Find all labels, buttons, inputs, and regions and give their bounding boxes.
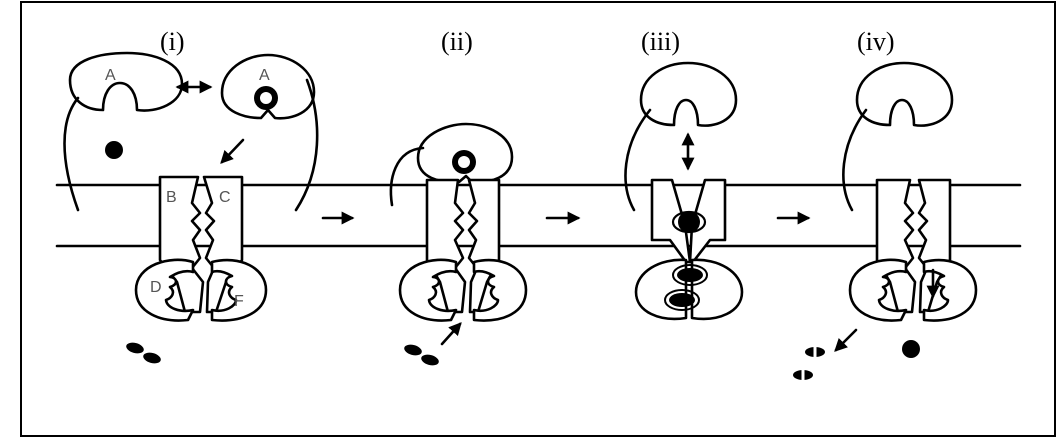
subunit-d-label: D [150,279,162,296]
panel-label-ii: (ii) [441,27,473,56]
panel-iv [793,61,978,382]
figure-border [20,1,1056,437]
panel-label-iii: (iii) [641,27,680,56]
subunit-f-label: F [234,293,244,310]
transmembrane-subunit-b [158,175,205,314]
panel-label-i: (i) [160,27,185,56]
panel-ii [389,122,528,366]
panel-iii [624,61,744,321]
tether-left [63,96,80,212]
diagonal-arrow-icon [220,138,245,164]
subunit-a-label-left: A [105,67,116,84]
tether-right [294,78,319,212]
subunit-c-label: C [219,189,231,206]
atp-molecule [126,342,144,354]
diagonal-arrow-icon [834,328,858,352]
panel-label-iv: (iv) [857,27,895,56]
subunit-b-label: B [166,189,177,206]
subunit-a-open [68,51,184,112]
subunit-f [210,258,268,322]
subunit-a-label-right: A [259,67,270,84]
panel-i: A A B C D F [63,51,319,364]
membrane [55,183,1022,248]
diagonal-arrow-icon [440,322,462,346]
subunit-d [134,258,195,322]
ligand-dot [105,141,123,159]
